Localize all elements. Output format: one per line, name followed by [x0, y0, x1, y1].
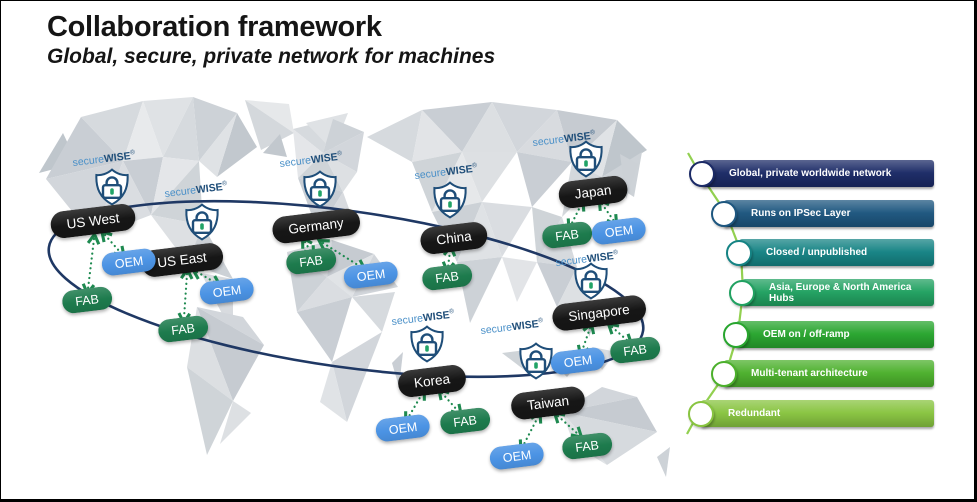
- feature-label: Global, private worldwide network: [729, 168, 892, 179]
- milestone-dot: [726, 239, 752, 266]
- feature-banner: Runs on IPSec Layer: [711, 200, 934, 227]
- feature-label: Runs on IPSec Layer: [751, 208, 851, 219]
- milestone-dot: [711, 360, 737, 387]
- shield-lock-icon: [409, 323, 445, 365]
- shield-lock-icon: [432, 179, 468, 221]
- feature-label: Redundant: [728, 408, 781, 419]
- shield-lock-icon: [518, 340, 554, 382]
- shield-lock-icon: [94, 166, 130, 208]
- milestone-dot: [723, 321, 749, 348]
- global-network-ring: [47, 199, 645, 379]
- milestone-dot: [711, 200, 737, 227]
- feature-label: Asia, Europe & North America Hubs: [769, 281, 912, 304]
- feature-label: Multi-tenant architecture: [751, 368, 868, 379]
- milestone-dot: [688, 400, 714, 427]
- shield-lock-icon: [568, 138, 604, 180]
- shield-lock-icon: [184, 201, 220, 243]
- feature-label: Closed / unpublished: [766, 247, 868, 258]
- feature-label: OEM on / off-ramp: [763, 329, 850, 340]
- feature-banner: Closed / unpublished: [726, 239, 934, 266]
- feature-banner: Global, private worldwide network: [689, 160, 934, 187]
- shield-lock-icon: [302, 168, 338, 210]
- page-subtitle: Global, secure, private network for mach…: [47, 45, 496, 68]
- feature-banner: Asia, Europe & North America Hubs: [729, 279, 934, 306]
- feature-banner: OEM on / off-ramp: [723, 321, 934, 348]
- feature-banner: Multi-tenant architecture: [711, 360, 934, 387]
- feature-banner: Redundant: [688, 400, 934, 427]
- milestone-dot: [729, 279, 755, 306]
- milestone-dot: [689, 160, 715, 187]
- page-title: Collaboration framework: [47, 11, 382, 43]
